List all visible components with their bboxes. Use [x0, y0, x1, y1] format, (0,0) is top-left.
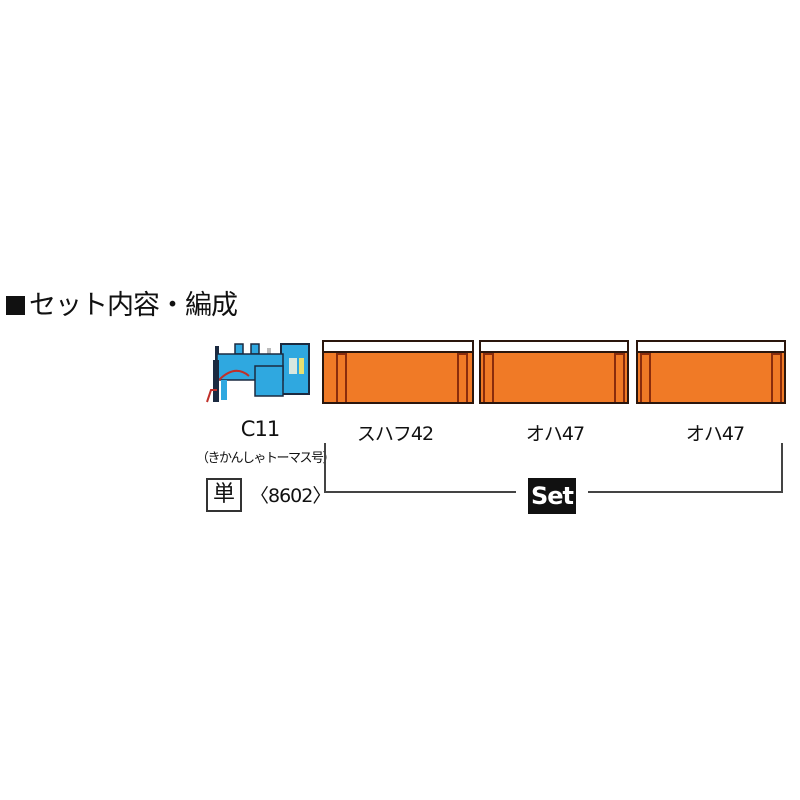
product-number: 〈8602〉	[250, 485, 331, 507]
square-bullet-icon	[6, 296, 25, 315]
passenger-car-3	[636, 340, 786, 404]
loco-model-label: C11	[240, 417, 280, 441]
section-title: セット内容・編成	[6, 283, 238, 322]
car-label-1: スハフ42	[356, 423, 434, 445]
passenger-car-1	[322, 340, 474, 404]
locomotive-illustration	[206, 343, 310, 403]
set-badge: Set	[528, 478, 576, 514]
passenger-car-2	[479, 340, 629, 404]
car-label-2: オハ47	[525, 423, 585, 445]
loco-name-label: （きかんしゃトーマス号）	[196, 451, 336, 466]
car-label-3: オハ47	[685, 423, 745, 445]
single-badge: 単	[206, 478, 242, 512]
